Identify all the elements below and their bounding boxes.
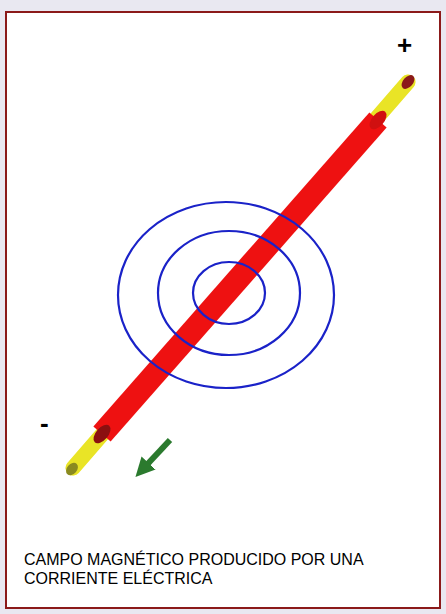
polarity-sign: - <box>40 410 49 436</box>
field-line <box>158 231 300 355</box>
current-arrow <box>142 440 170 470</box>
wire-end <box>64 460 81 477</box>
field-line <box>118 202 334 388</box>
frame <box>6 12 440 608</box>
field-line <box>193 262 265 324</box>
polarity-sign: + <box>397 32 412 58</box>
wire-end <box>399 73 417 92</box>
insulation <box>102 120 378 434</box>
conductor <box>73 82 408 468</box>
conductor-shade <box>73 82 408 468</box>
field-lines <box>118 202 334 388</box>
insulation-end <box>366 108 389 132</box>
insulation-end <box>90 422 113 446</box>
caption: CAMPO MAGNÉTICO PRODUCIDO POR UNA CORRIE… <box>24 550 404 588</box>
